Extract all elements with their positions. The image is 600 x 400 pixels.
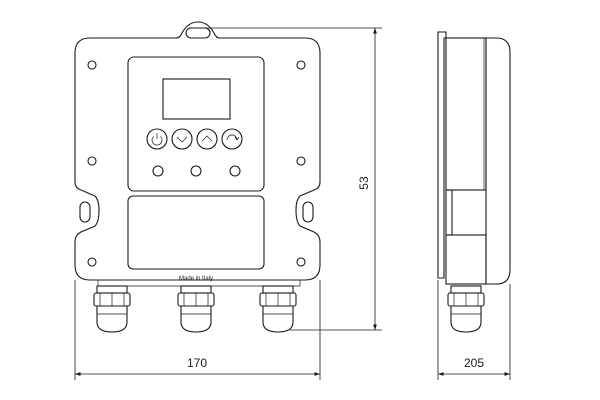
- mount-hole: [296, 257, 306, 267]
- mounting-plate: [74, 21, 321, 281]
- chevron-down-icon: [176, 136, 188, 143]
- button-up[interactable]: [196, 128, 218, 150]
- cable-gland: [93, 285, 131, 333]
- cable-gland: [259, 285, 297, 333]
- mount-hole: [87, 156, 97, 166]
- button-down[interactable]: [171, 128, 193, 150]
- refresh-icon: [226, 134, 240, 141]
- side-front-cover: [485, 37, 511, 285]
- mount-hole: [87, 257, 97, 267]
- height-dimension: 53: [200, 27, 382, 331]
- depth-dimension: 205: [437, 280, 511, 380]
- terminal-cover: [127, 195, 265, 270]
- status-led: [190, 165, 202, 177]
- hanger-slot: [185, 27, 211, 39]
- height-dimension-label: 53: [357, 176, 371, 190]
- side-cable-gland: [447, 285, 485, 333]
- button-refresh[interactable]: [221, 128, 243, 150]
- side-body: [445, 37, 487, 191]
- origin-label: Made in Italy: [179, 276, 213, 282]
- depth-dimension-label: 205: [464, 356, 484, 370]
- lcd-display: [162, 78, 231, 120]
- control-panel: [127, 56, 265, 192]
- cable-gland: [177, 285, 215, 333]
- chevron-up-icon: [201, 135, 213, 142]
- mount-hole: [296, 60, 306, 70]
- mount-hole: [87, 60, 97, 70]
- side-mount-plate: [437, 31, 447, 279]
- power-icon: [151, 133, 163, 146]
- right-mount-slot: [302, 201, 314, 223]
- front-view: Made in Italy: [74, 21, 321, 333]
- width-dimension-label: 170: [187, 356, 207, 370]
- status-led: [229, 165, 241, 177]
- status-led: [152, 165, 164, 177]
- left-mount-slot: [79, 201, 91, 223]
- width-dimension: 170: [74, 280, 321, 380]
- mount-hole: [296, 156, 306, 166]
- button-power[interactable]: [146, 128, 168, 150]
- side-view: [437, 31, 511, 333]
